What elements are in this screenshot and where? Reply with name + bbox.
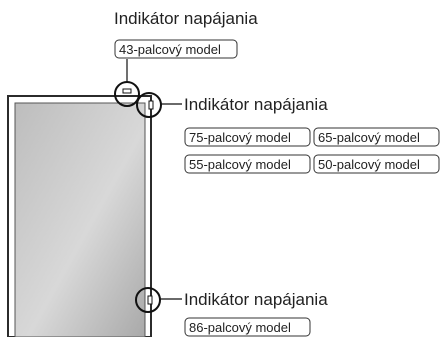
model-box-50 bbox=[313, 154, 440, 174]
power-indicator-43-marker bbox=[114, 59, 140, 107]
model-box-43 bbox=[114, 39, 238, 59]
model-box-75 bbox=[184, 127, 311, 147]
model-label-55: 55-palcový model bbox=[189, 157, 291, 172]
indicator-label-top: Indikátor napájania bbox=[114, 9, 258, 28]
model-box-65 bbox=[313, 127, 440, 147]
power-indicator-86-marker bbox=[135, 287, 182, 313]
model-label-43: 43-palcový model bbox=[119, 42, 221, 57]
model-label-50: 50-palcový model bbox=[318, 157, 420, 172]
model-box-86 bbox=[184, 317, 311, 337]
model-label-75: 75-palcový model bbox=[189, 130, 291, 145]
display-panel bbox=[7, 95, 152, 337]
model-box-55 bbox=[184, 154, 311, 174]
model-label-65: 65-palcový model bbox=[318, 130, 420, 145]
indicator-label-side: Indikátor napájania bbox=[184, 95, 328, 114]
model-label-86: 86-palcový model bbox=[189, 320, 291, 335]
indicator-label-bottom: Indikátor napájania bbox=[184, 290, 328, 309]
power-indicator-side-marker bbox=[136, 92, 182, 118]
